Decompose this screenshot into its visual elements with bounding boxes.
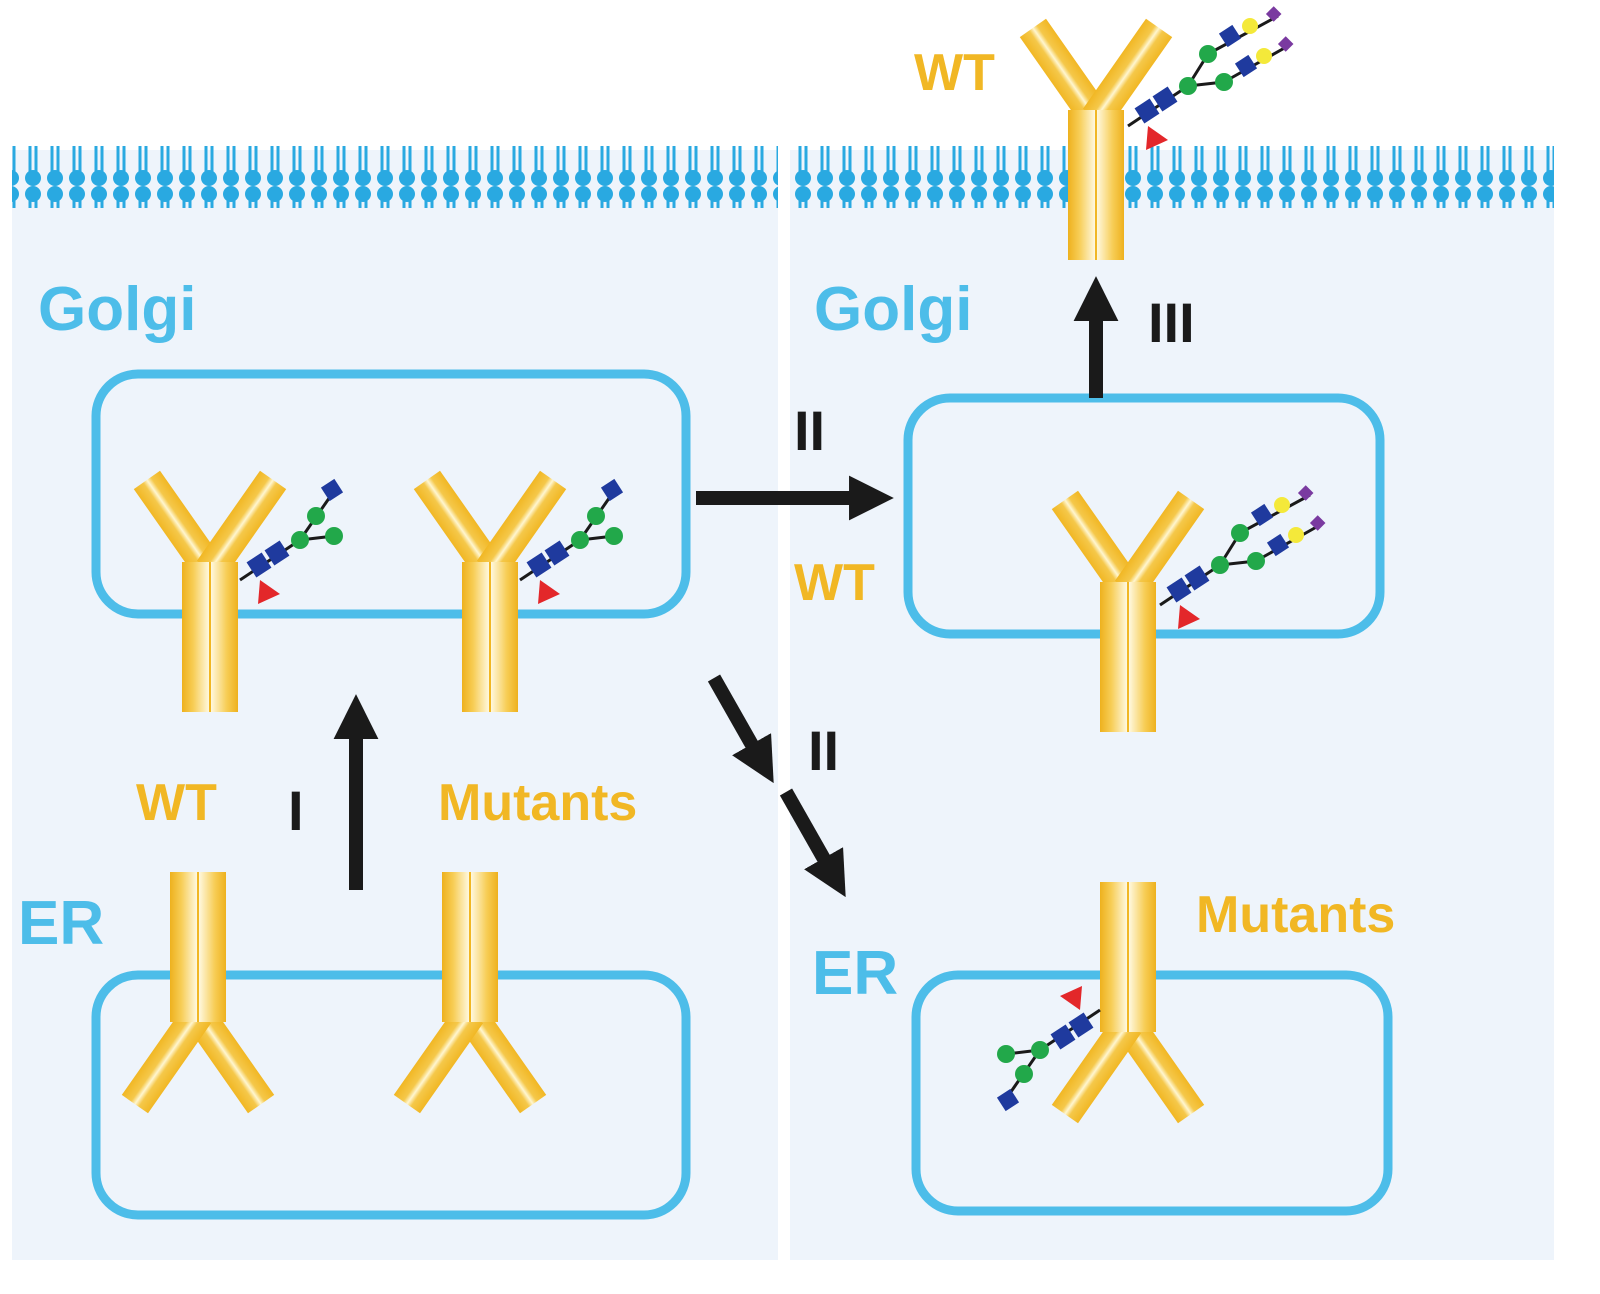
left-plasma-membrane [12, 146, 778, 208]
right-golgi-label: Golgi [814, 275, 972, 344]
right-wt-surface-label: WT [914, 44, 995, 102]
right-plasma-membrane [790, 146, 1554, 208]
step-2-label-golgi: II [794, 399, 825, 462]
left-er-label: ER [18, 889, 104, 958]
arrow-icon-step2-er-a [707, 674, 774, 784]
left-golgi-label: Golgi [38, 275, 196, 344]
right-mutants-label: Mutants [1196, 886, 1395, 944]
step-1-label: I [288, 779, 304, 842]
left-mutants-label: Mutants [438, 774, 637, 832]
right-wt-golgi-label: WT [794, 554, 875, 612]
step-3-label: III [1148, 291, 1195, 354]
left-er-compartment [91, 970, 691, 1220]
left-wt-label: WT [136, 774, 217, 832]
left-golgi-compartment [91, 369, 691, 619]
right-er-label: ER [812, 939, 898, 1008]
arrow-icon-step2-er-b [779, 788, 846, 898]
step-2-label-er: II [808, 719, 839, 782]
